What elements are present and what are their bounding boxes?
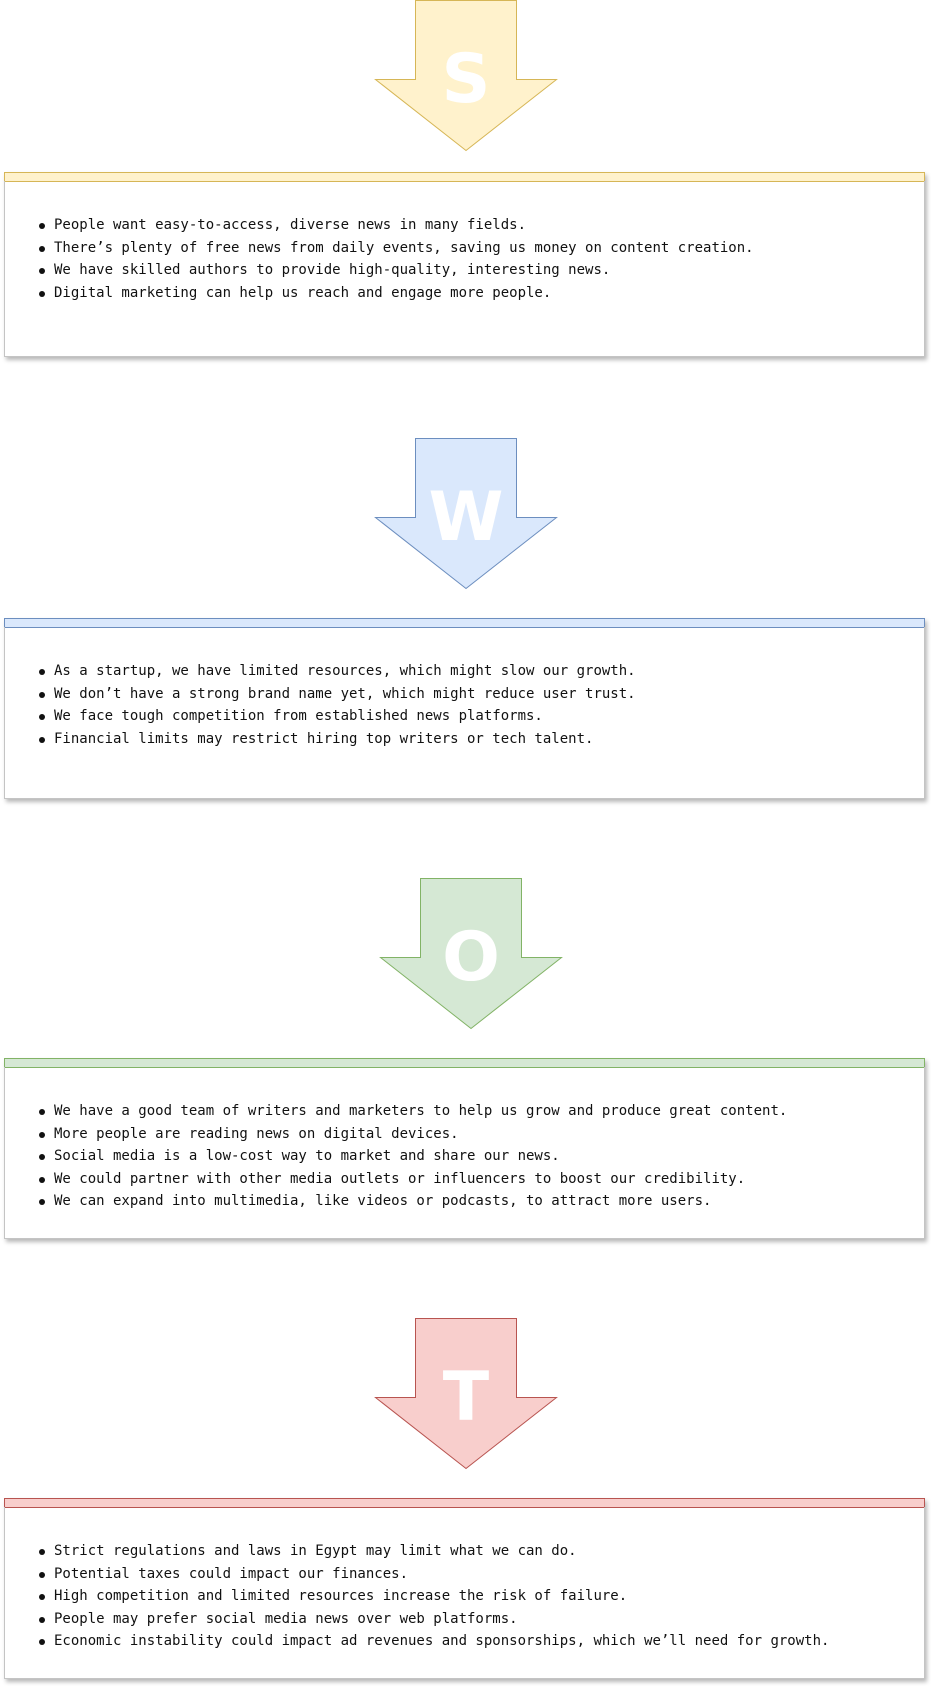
- down-arrow-shape: [374, 438, 558, 590]
- opportunities-card: We have a good team of writers and marke…: [4, 1058, 925, 1239]
- list-item: Potential taxes could impact our finance…: [38, 1563, 829, 1586]
- list-item: People may prefer social media news over…: [38, 1608, 829, 1631]
- list-item: We don’t have a strong brand name yet, w…: [39, 683, 636, 706]
- down-arrow-shape: [374, 1318, 558, 1470]
- weaknesses-card-header: [4, 618, 925, 628]
- strengths-card-header: [4, 172, 925, 182]
- weaknesses-letter: W: [428, 478, 504, 557]
- strengths-arrow: S: [374, 0, 558, 152]
- strengths-card-body: [4, 181, 925, 357]
- threats-list: Strict regulations and laws in Egypt may…: [38, 1540, 829, 1653]
- list-item: We could partner with other media outlet…: [38, 1168, 787, 1191]
- weaknesses-arrow: W: [374, 438, 558, 590]
- down-arrow-shape: [374, 0, 558, 152]
- list-item: Economic instability could impact ad rev…: [38, 1630, 829, 1653]
- strengths-list: People want easy-to-access, diverse news…: [39, 214, 754, 305]
- threats-card: Strict regulations and laws in Egypt may…: [4, 1498, 925, 1679]
- list-item: People want easy-to-access, diverse news…: [39, 214, 754, 237]
- list-item: We can expand into multimedia, like vide…: [38, 1190, 787, 1213]
- opportunities-arrow: O: [379, 878, 563, 1030]
- list-item: Financial limits may restrict hiring top…: [39, 728, 636, 751]
- list-item: We face tough competition from establish…: [39, 705, 636, 728]
- list-item: Social media is a low-cost way to market…: [38, 1145, 787, 1168]
- threats-card-header: [4, 1498, 925, 1508]
- list-item: We have a good team of writers and marke…: [38, 1100, 787, 1123]
- opportunities-letter: O: [442, 918, 500, 997]
- list-item: There’s plenty of free news from daily e…: [39, 237, 754, 260]
- weaknesses-list: As a startup, we have limited resources,…: [39, 660, 636, 751]
- list-item: High competition and limited resources i…: [38, 1585, 829, 1608]
- list-item: We have skilled authors to provide high-…: [39, 259, 754, 282]
- threats-letter: T: [442, 1358, 490, 1437]
- weaknesses-card-body: [4, 627, 925, 799]
- list-item: More people are reading news on digital …: [38, 1123, 787, 1146]
- opportunities-list: We have a good team of writers and marke…: [38, 1100, 787, 1213]
- strengths-letter: S: [441, 40, 491, 119]
- down-arrow-shape: [379, 878, 563, 1030]
- opportunities-card-body: [4, 1067, 925, 1239]
- threats-arrow: T: [374, 1318, 558, 1470]
- list-item: Digital marketing can help us reach and …: [39, 282, 754, 305]
- opportunities-card-header: [4, 1058, 925, 1068]
- threats-card-body: [4, 1507, 925, 1679]
- list-item: As a startup, we have limited resources,…: [39, 660, 636, 683]
- list-item: Strict regulations and laws in Egypt may…: [38, 1540, 829, 1563]
- weaknesses-card: As a startup, we have limited resources,…: [4, 618, 925, 799]
- strengths-card: People want easy-to-access, diverse news…: [4, 172, 925, 357]
